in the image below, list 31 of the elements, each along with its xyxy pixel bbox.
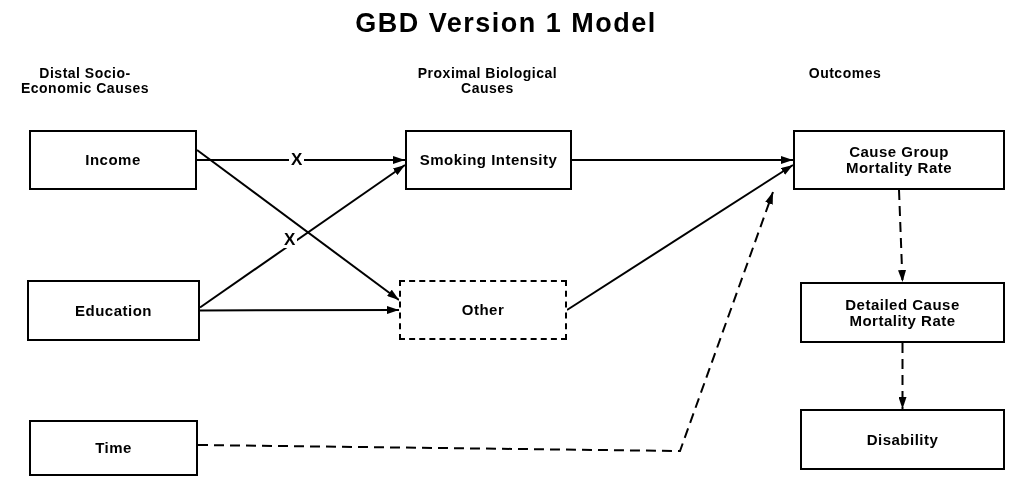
- column-heading: Distal Socio- Economic Causes: [20, 66, 150, 96]
- node-label: Education: [75, 302, 152, 319]
- process-box: [800, 282, 1005, 343]
- node-label: Other: [461, 302, 505, 318]
- process-box: [29, 130, 197, 190]
- arrow: [571, 156, 794, 164]
- node-label: Income: [85, 152, 141, 168]
- node-label: Smoking Intensity: [419, 152, 558, 168]
- diagram-title: GBD Version 1 Model: [354, 8, 658, 39]
- arrow: [196, 156, 406, 164]
- arrow: [199, 306, 400, 315]
- node-label: Detailed Cause Mortality Rate: [844, 296, 961, 329]
- process-box: [27, 280, 200, 341]
- arrow: [566, 164, 794, 311]
- arrow: [898, 189, 907, 283]
- node-label: Time: [95, 440, 132, 456]
- arrow: [199, 164, 406, 309]
- arrow: [898, 342, 907, 410]
- column-heading: Proximal Biological Causes: [416, 66, 559, 96]
- process-box: [793, 130, 1005, 190]
- node-label: Disability: [866, 431, 939, 448]
- process-box: [405, 130, 572, 190]
- process-box: [800, 409, 1005, 470]
- node-label: Cause Group Mortality Rate: [844, 144, 954, 176]
- edge-label: X: [289, 151, 305, 168]
- column-heading: Outcomes: [807, 66, 883, 81]
- edge-label: X: [282, 231, 298, 248]
- arrow: [197, 191, 774, 452]
- dashed-box: [399, 280, 567, 340]
- process-box: [29, 420, 198, 476]
- arrow: [196, 149, 400, 301]
